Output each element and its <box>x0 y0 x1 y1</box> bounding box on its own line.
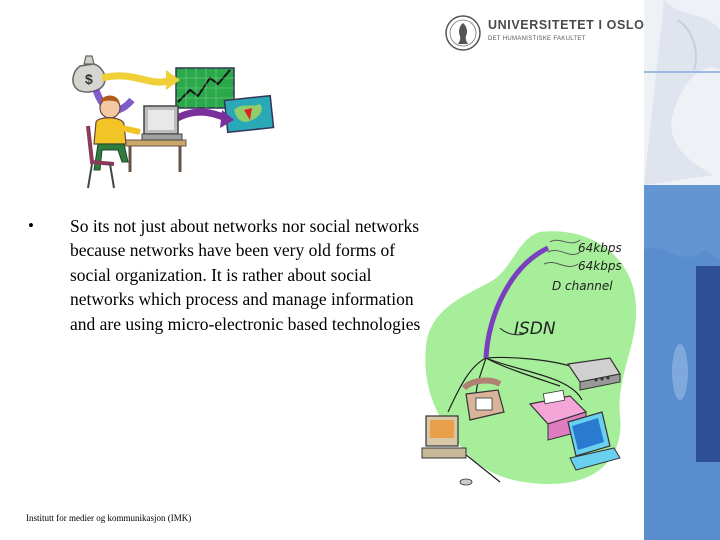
bullet-text: So its not just about networks nor socia… <box>70 216 421 334</box>
modem-icon <box>566 357 621 391</box>
mouse-icon <box>459 478 473 486</box>
computer-user-clipart: $ <box>66 44 278 194</box>
computer-right-icon <box>567 411 621 471</box>
right-decorative-panel <box>644 0 720 540</box>
university-name: UNIVERSITETET I OSLO <box>488 18 645 32</box>
footer-institute: Institutt for medier og kommunikasjon (I… <box>26 513 192 523</box>
university-seal-icon <box>445 15 481 51</box>
line-chart-icon <box>175 67 235 109</box>
money-bag-icon: $ <box>72 55 106 93</box>
telephone-icon <box>461 377 505 421</box>
map-picture-icon <box>223 94 275 134</box>
label-isdn: ISDN <box>514 319 556 339</box>
label-b-channel-1: 64kbps <box>578 241 622 255</box>
label-b-channel-2: 64kbps <box>578 259 622 273</box>
faculty-name: DET HUMANISTISKE FAKULTET <box>488 36 586 42</box>
label-d-channel: D channel <box>552 279 613 293</box>
isdn-diagram: 64kbps 64kbps D channel ISDN <box>420 226 642 488</box>
isdn-cable <box>483 245 550 359</box>
computer-left-icon <box>421 415 467 459</box>
bullet-symbol: • <box>28 216 34 235</box>
svg-text:$: $ <box>85 71 93 87</box>
university-logo: UNIVERSITETET I OSLO DET HUMANISTISKE FA… <box>444 14 644 54</box>
